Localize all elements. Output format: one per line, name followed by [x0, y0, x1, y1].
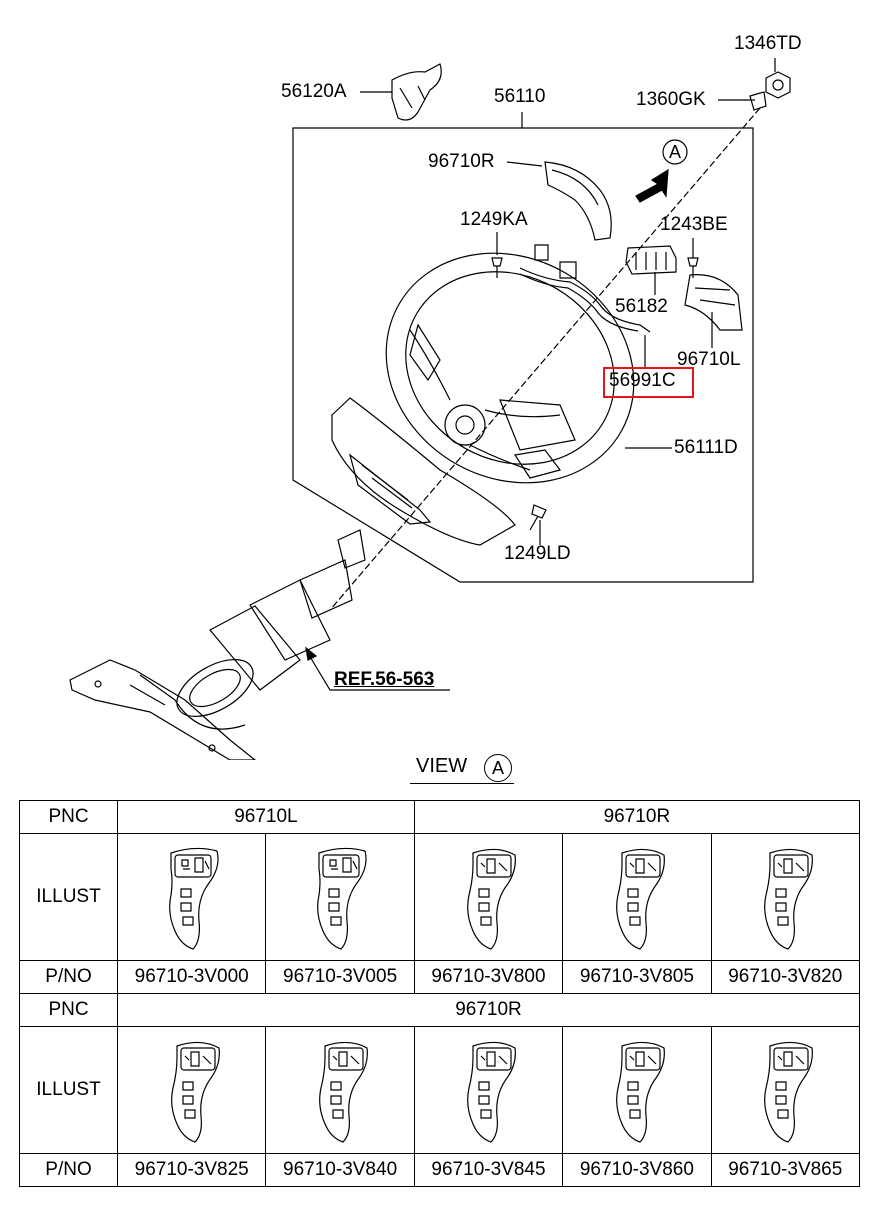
pno-header: P/NO — [19, 1153, 118, 1187]
part-number-cell: 96710-3V000 — [116, 960, 267, 994]
callout-96710L: 96710L — [677, 349, 741, 370]
steering-wheel-diagram — [69, 58, 791, 760]
part-number-cell: 96710-3V860 — [562, 1153, 712, 1187]
callout-56182: 56182 — [615, 296, 668, 317]
steering-wheel-rim-56111D — [385, 252, 635, 484]
part-number-cell: 96710-3V825 — [116, 1153, 267, 1187]
part-number-cell: 96710-3V845 — [413, 1153, 564, 1187]
part-number-cell: 96710-3V800 — [413, 960, 564, 994]
callout-1249LD: 1249LD — [504, 543, 571, 564]
lower-cover — [331, 397, 516, 546]
callout-1346TD: 1346TD — [734, 33, 802, 54]
callout-1243BE: 1243BE — [660, 214, 728, 235]
table-row: PNC 96710R — [19, 993, 860, 1027]
table-row: P/NO 96710-3V000 96710-3V005 96710-3V800… — [19, 960, 861, 994]
pnc-96710L-cell: 96710L — [117, 800, 415, 834]
switch-illustration — [710, 833, 861, 961]
switch-illustration — [413, 1026, 564, 1154]
part-number-cell: 96710-3V820 — [710, 960, 861, 994]
clip-56120A — [391, 63, 442, 121]
illust-header: ILLUST — [19, 833, 118, 961]
view-caption: VIEW — [416, 755, 468, 777]
callout-56991C: 56991C — [609, 370, 676, 391]
assembly-frame — [292, 127, 754, 583]
callout-1360GK: 1360GK — [636, 89, 706, 110]
view-marker-label: A — [668, 142, 681, 162]
callout-1249KA: 1249KA — [460, 209, 528, 230]
leader-96710R — [506, 161, 543, 167]
switch-illustration — [413, 833, 564, 961]
illust-header: ILLUST — [19, 1026, 118, 1154]
pnc-96710R-cell: 96710R — [413, 800, 861, 834]
switch-illustration — [710, 1026, 861, 1154]
bolt-1249LD — [529, 504, 547, 531]
switch-96710R — [544, 161, 612, 241]
callout-56110: 56110 — [494, 86, 546, 107]
table-row: ILLUST — [19, 1026, 861, 1154]
ref-leader — [305, 649, 450, 691]
pno-header: P/NO — [19, 960, 118, 994]
switch-illustration — [116, 833, 267, 961]
center-axis-line — [329, 107, 761, 611]
part-number-cell: 96710-3V805 — [562, 960, 712, 994]
nut-1346TD — [765, 71, 791, 99]
switch-illustration — [562, 1026, 712, 1154]
pnc-header: PNC — [19, 993, 118, 1027]
connector-56182 — [625, 245, 677, 275]
view-marker-circle — [662, 139, 688, 165]
table-row: PNC 96710L 96710R — [19, 800, 861, 834]
ref-link-56-563[interactable]: REF.56-563 — [334, 669, 435, 690]
switch-96710L — [684, 274, 743, 331]
pnc-header: PNC — [19, 800, 118, 834]
washer-1360GK — [749, 91, 767, 111]
callout-56120A: 56120A — [281, 81, 347, 102]
callout-96710R: 96710R — [428, 151, 495, 172]
switch-illustration — [116, 1026, 267, 1154]
callout-56111D: 56111D — [674, 437, 738, 458]
parts-table: PNC 96710L 96710R ILLUST P/NO 96710-3V00… — [19, 800, 861, 1187]
part-number-cell: 96710-3V840 — [265, 1153, 415, 1187]
table-row: ILLUST — [19, 833, 861, 961]
switch-illustration — [562, 833, 712, 961]
part-number-cell: 96710-3V865 — [710, 1153, 861, 1187]
bolt-1249KA — [491, 257, 503, 278]
mounting-bracket — [69, 659, 256, 760]
view-arrow — [635, 168, 669, 203]
wheel-hub — [444, 404, 486, 446]
switch-illustration — [265, 833, 415, 961]
view-caption-underline — [410, 783, 514, 784]
bolt-1243BE — [687, 257, 699, 278]
steering-column — [337, 529, 366, 569]
view-caption-marker: A — [484, 754, 512, 782]
switch-illustration — [265, 1026, 415, 1154]
table-row: P/NO 96710-3V825 96710-3V840 96710-3V845… — [19, 1153, 861, 1187]
part-number-cell: 96710-3V005 — [265, 960, 415, 994]
pnc-96710R-cell: 96710R — [117, 993, 860, 1027]
wire-harness-56991C — [519, 267, 651, 333]
highlight-box-56991C — [603, 367, 694, 398]
